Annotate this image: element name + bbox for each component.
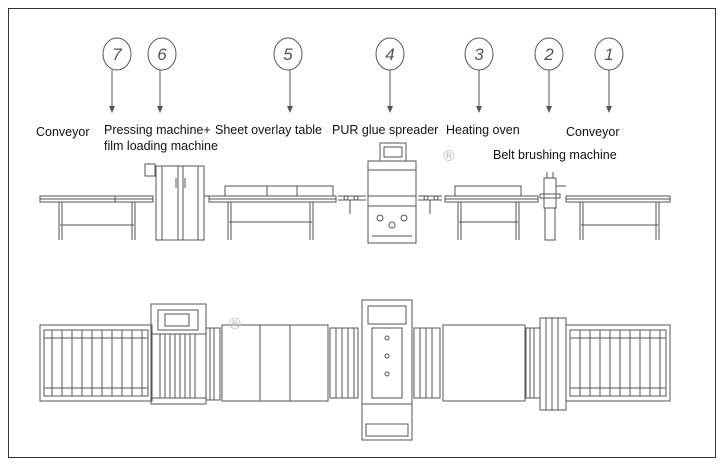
label-conveyor-left: Conveyor <box>36 125 90 139</box>
label-pressing-machine-line1: Pressing machine+ <box>104 123 211 137</box>
plan-sheet-overlay-table <box>221 324 329 402</box>
plan-conveyor-right <box>565 324 671 402</box>
station-marker-6 <box>147 37 177 106</box>
side-pressing-machine <box>144 163 209 241</box>
label-conveyor-right: Conveyor <box>566 125 620 139</box>
plan-pur-glue-spreader <box>361 299 413 441</box>
label-belt-brushing-machine: Belt brushing machine <box>493 148 617 162</box>
station-number-3: 3 <box>474 45 484 64</box>
station-number-6: 6 <box>157 45 167 64</box>
plan-conveyor-left <box>39 324 153 402</box>
side-conveyor-left <box>39 195 154 240</box>
label-sheet-overlay-table: Sheet overlay table <box>215 123 323 137</box>
station-marker-3 <box>464 37 494 106</box>
station-number-7: 7 <box>112 45 122 64</box>
side-pur-glue-spreader <box>367 142 417 244</box>
top-plan-view <box>39 299 671 441</box>
station-number-2: 2 <box>543 45 554 64</box>
station-number-1: 1 <box>604 45 613 64</box>
station-marker-5 <box>273 37 303 106</box>
side-heating-oven <box>444 185 539 240</box>
plan-outfeed-rollers <box>413 327 441 399</box>
station-marker-7 <box>102 37 132 106</box>
side-belt-brushing-machine <box>539 172 566 241</box>
label-pressing-machine-line2: film loading machine <box>104 139 218 153</box>
registered-watermark-bottom: ® <box>229 316 241 333</box>
side-sheet-overlay-table <box>208 185 337 240</box>
label-heating-oven: Heating oven <box>446 123 520 137</box>
plan-infeed-rollers <box>329 327 359 399</box>
side-conveyor-right <box>565 195 671 240</box>
plan-heating-oven <box>442 324 526 402</box>
station-number-4: 4 <box>385 45 394 64</box>
station-marker-1 <box>594 37 624 106</box>
plan-belt-brushing-machine <box>525 317 567 411</box>
plan-pressing-machine <box>150 303 221 405</box>
label-pur-glue-spreader: PUR glue spreader <box>332 123 439 137</box>
side-outfeed-rollers <box>418 195 442 214</box>
side-elevation-view <box>39 142 671 244</box>
side-infeed-rollers <box>338 195 366 214</box>
station-marker-4 <box>375 37 405 106</box>
station-marker-2 <box>534 37 564 106</box>
station-number-5: 5 <box>283 45 293 64</box>
registered-watermark-top: ® <box>443 148 455 165</box>
